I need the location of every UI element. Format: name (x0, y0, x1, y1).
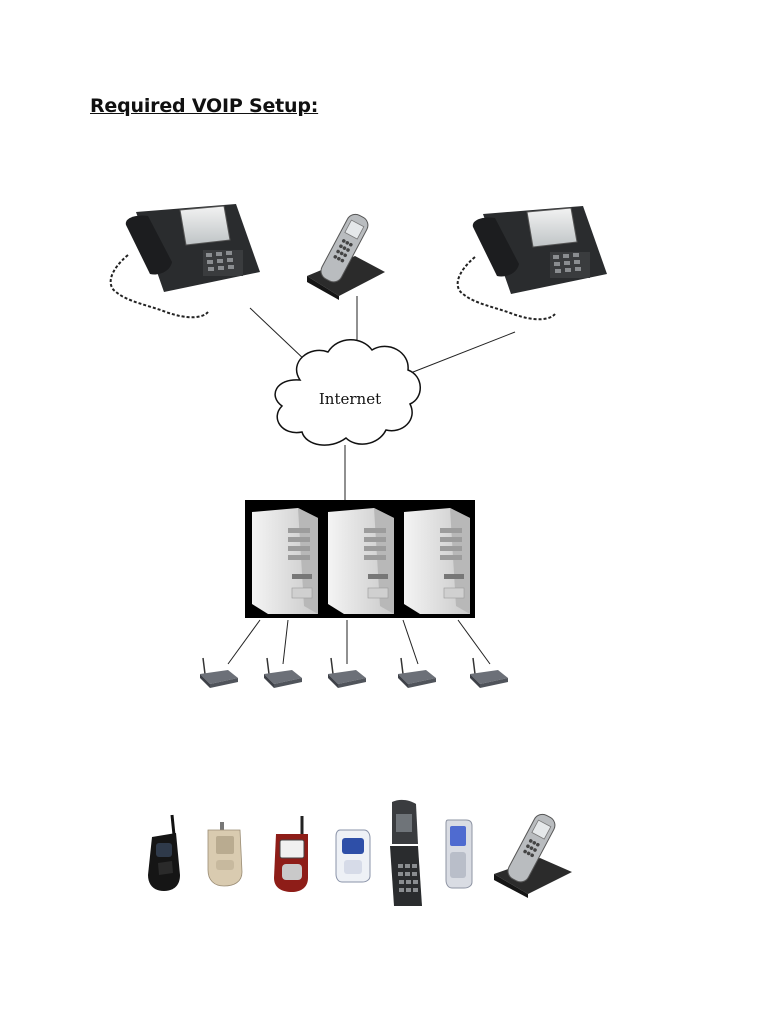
desk-phone-icon (109, 204, 260, 319)
server-icon (252, 508, 318, 614)
mobile-phones-row (148, 799, 572, 906)
flip-phone-red-icon (274, 816, 308, 892)
access-point-icon (398, 657, 436, 688)
internet-label: Internet (319, 390, 381, 408)
cordless-phone-icon (307, 213, 385, 300)
line-server-to-ap5 (457, 619, 491, 665)
desk-phone-icon (456, 206, 607, 321)
connection-lines (227, 296, 516, 665)
access-point-icon (328, 657, 366, 688)
flip-phone-gray-icon (390, 799, 422, 906)
phone-white-blue-icon (335, 829, 371, 883)
line-server-to-ap1 (227, 619, 261, 665)
line-phone-left-to-internet (249, 307, 308, 363)
server-icon (328, 508, 394, 614)
flip-phone-gold-icon (207, 822, 243, 887)
access-point-icon (470, 657, 508, 688)
access-points (200, 657, 508, 688)
cordless-phone-icon (494, 813, 572, 898)
page-title: Required VOIP Setup: (90, 95, 319, 117)
flip-phone-silver-icon (445, 819, 473, 889)
access-point-icon (200, 657, 238, 688)
internet-cloud-icon: Internet (274, 339, 421, 446)
server-cluster (245, 500, 475, 618)
line-phone-right-to-internet (407, 331, 516, 375)
line-server-to-ap4 (402, 619, 419, 665)
flip-phone-black-icon (148, 814, 180, 891)
server-icon (404, 508, 470, 614)
line-server-to-ap2 (282, 619, 289, 665)
access-point-icon (264, 657, 302, 688)
